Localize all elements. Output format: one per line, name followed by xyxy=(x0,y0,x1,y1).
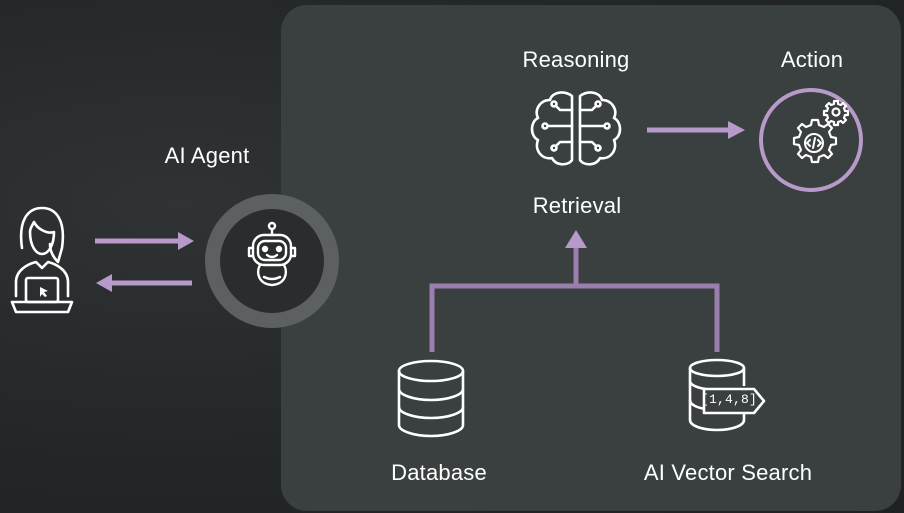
ai-agent-label: AI Agent xyxy=(164,143,250,168)
retrieval-connector xyxy=(429,246,720,352)
retrieval-label: Retrieval xyxy=(532,193,622,218)
system-panel xyxy=(281,5,901,511)
vector-tag-label: [1,4,8] xyxy=(700,392,758,407)
arrow-user-to-agent xyxy=(95,232,194,250)
arrow-agent-to-user xyxy=(96,274,192,292)
action-ring xyxy=(759,88,863,192)
ai-vector-search-label: AI Vector Search xyxy=(643,460,813,485)
database-label: Database xyxy=(391,460,487,485)
arrow-to-retrieval xyxy=(565,230,587,248)
action-label: Action xyxy=(780,47,844,72)
arrow-reasoning-to-action xyxy=(647,121,745,139)
reasoning-label: Reasoning xyxy=(522,47,630,72)
